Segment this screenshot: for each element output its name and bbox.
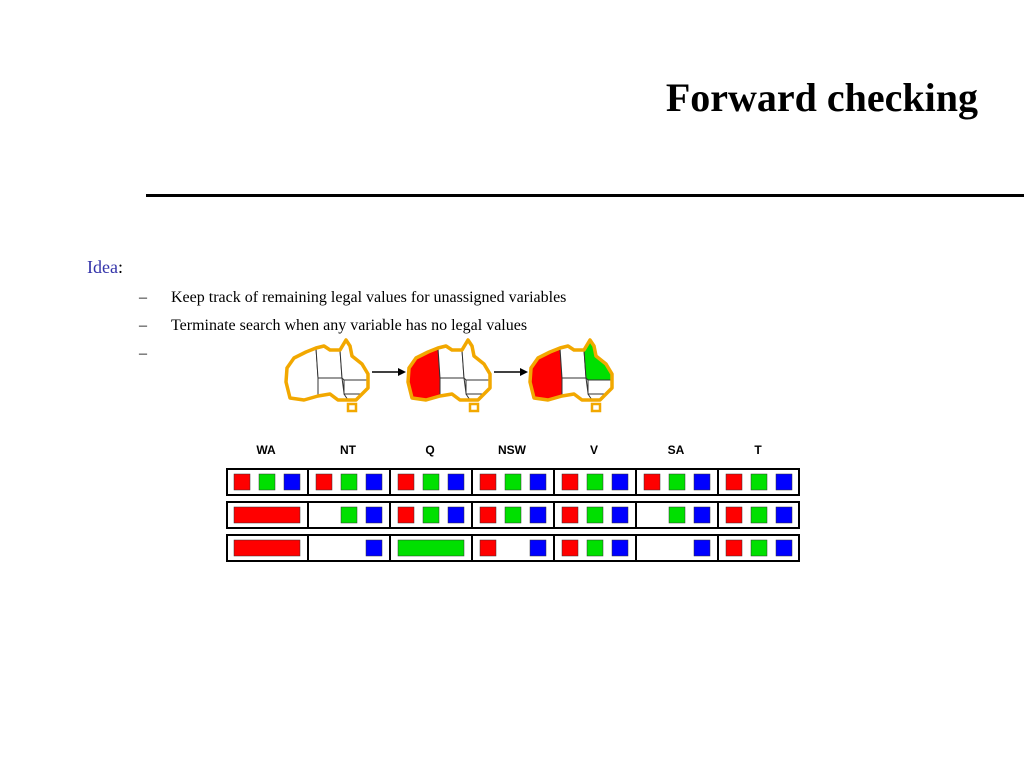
domain-value-blue xyxy=(693,539,711,557)
domain-table xyxy=(226,468,800,562)
domain-value-blue xyxy=(529,473,547,491)
domain-value-green xyxy=(422,473,440,491)
domain-value-green xyxy=(340,473,358,491)
column-header: V xyxy=(589,443,598,457)
domain-value-green xyxy=(504,473,522,491)
domain-row xyxy=(226,534,800,562)
slide-title: Forward checking xyxy=(665,75,978,120)
domain-value-blue xyxy=(693,506,711,524)
bullet-item: – Keep track of remaining legal values fo… xyxy=(139,289,566,307)
australia-map-sequence xyxy=(284,338,614,413)
tasmania-region xyxy=(468,402,480,413)
column-header: T xyxy=(754,443,762,457)
domain-value-green xyxy=(422,506,440,524)
australia-map xyxy=(284,338,370,413)
domain-value-red xyxy=(479,506,497,524)
domain-value-blue xyxy=(529,506,547,524)
column-header: Q xyxy=(425,443,435,457)
arrow-head xyxy=(398,368,406,376)
australia-map xyxy=(528,338,614,413)
column-header: WA xyxy=(256,443,276,457)
idea-keyword: Idea xyxy=(87,257,118,277)
domain-value-red xyxy=(643,473,661,491)
domain-value-blue xyxy=(283,473,301,491)
map-outline xyxy=(284,338,370,402)
domain-value-blue xyxy=(365,506,383,524)
map-outline xyxy=(406,338,492,402)
assigned-value xyxy=(397,539,465,557)
map-outline xyxy=(528,338,614,402)
domain-row xyxy=(226,468,800,496)
bullet-dash: – xyxy=(139,317,147,334)
domain-value-blue xyxy=(611,506,629,524)
assigned-value xyxy=(233,539,301,557)
domain-value-blue xyxy=(611,473,629,491)
tasmania-region xyxy=(346,402,358,413)
domain-value-green xyxy=(750,539,768,557)
domain-value-red xyxy=(725,506,743,524)
domain-value-red xyxy=(561,506,579,524)
tasmania-region xyxy=(590,402,602,413)
domain-value-red xyxy=(725,539,743,557)
column-header: SA xyxy=(667,443,685,457)
column-header: NT xyxy=(340,443,356,457)
domain-value-blue xyxy=(365,539,383,557)
domain-value-green xyxy=(258,473,276,491)
domain-value-red xyxy=(479,473,497,491)
arrow-head xyxy=(520,368,528,376)
domain-value-green xyxy=(586,539,604,557)
domain-value-red xyxy=(561,539,579,557)
domain-value-red xyxy=(725,473,743,491)
title-divider xyxy=(146,194,1024,197)
row-frame xyxy=(226,534,800,562)
bullet-dash: – xyxy=(139,289,147,306)
bullet-item: – xyxy=(139,345,171,363)
assigned-value xyxy=(233,506,301,524)
column-header: NSW xyxy=(498,443,526,457)
domain-value-red xyxy=(561,473,579,491)
domain-value-blue xyxy=(529,539,547,557)
domain-value-green xyxy=(586,473,604,491)
domain-value-green xyxy=(340,506,358,524)
bullet-text: Terminate search when any variable has n… xyxy=(171,317,528,334)
domain-value-green xyxy=(750,506,768,524)
domain-value-blue xyxy=(775,506,793,524)
domain-value-red xyxy=(397,473,415,491)
domain-value-green xyxy=(586,506,604,524)
domain-value-blue xyxy=(365,473,383,491)
domain-value-green xyxy=(668,473,686,491)
idea-colon: : xyxy=(117,257,123,277)
bullet-text: Keep track of remaining legal values for… xyxy=(171,289,567,306)
domain-value-blue xyxy=(775,539,793,557)
domain-value-green xyxy=(504,506,522,524)
domain-value-blue xyxy=(693,473,711,491)
bullet-item: – Terminate search when any variable has … xyxy=(139,317,527,335)
australia-map xyxy=(406,338,492,413)
domain-value-red xyxy=(315,473,333,491)
domain-value-blue xyxy=(447,506,465,524)
domain-value-blue xyxy=(611,539,629,557)
domain-value-green xyxy=(750,473,768,491)
domain-row xyxy=(226,501,800,529)
domain-value-blue xyxy=(775,473,793,491)
domain-value-blue xyxy=(447,473,465,491)
bullet-dash: – xyxy=(139,345,147,362)
idea-heading: Idea: xyxy=(87,257,123,278)
domain-value-green xyxy=(668,506,686,524)
domain-value-red xyxy=(233,473,251,491)
domain-value-red xyxy=(479,539,497,557)
domain-value-red xyxy=(397,506,415,524)
